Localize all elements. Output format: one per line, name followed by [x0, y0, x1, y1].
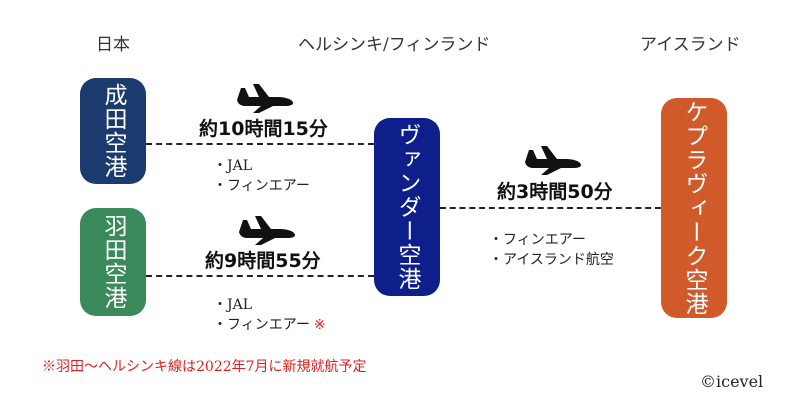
airplane-icon [525, 146, 581, 175]
list-item: フィンエアー [213, 176, 310, 196]
list-item: アイスランド航空 [489, 250, 614, 270]
list-item: フィンエアー※ [213, 315, 326, 335]
airplane-icon [239, 216, 295, 245]
route-line-vantaa-keflavik [440, 207, 661, 209]
list-item: フィンエアー [489, 230, 614, 250]
note-mark: ※ [313, 317, 326, 333]
flight-duration-narita: 約10時間15分 [199, 118, 328, 140]
route-line-haneda-vantaa [146, 275, 374, 277]
airport-keflavik: ケプラヴィーク空港 [661, 98, 727, 318]
column-header-finland: ヘルシンキ/フィンランド [298, 35, 491, 55]
airport-narita: 成田空港 [80, 78, 146, 184]
flight-duration-vantaa-keflavik: 約3時間50分 [497, 181, 613, 203]
flight-duration-haneda: 約9時間55分 [205, 250, 321, 272]
airport-vantaa: ヴァンダー空港 [374, 118, 440, 296]
list-item: JAL [213, 295, 326, 315]
list-item: JAL [213, 156, 310, 176]
airport-haneda: 羽田空港 [80, 208, 146, 316]
airplane-icon [237, 84, 293, 113]
copyright: ©icevel [700, 372, 764, 391]
airline-list-narita: JAL フィンエアー [213, 156, 310, 196]
airline-name: フィンエアー [227, 317, 310, 333]
airline-list-vantaa-keflavik: フィンエアー アイスランド航空 [489, 230, 614, 270]
route-line-narita-vantaa [146, 143, 374, 145]
footnote: ※羽田〜ヘルシンキ線は2022年7月に新規就航予定 [42, 359, 367, 375]
column-header-japan: 日本 [96, 35, 130, 55]
column-header-iceland: アイスランド [640, 35, 741, 55]
airline-list-haneda: JAL フィンエアー※ [213, 295, 326, 335]
